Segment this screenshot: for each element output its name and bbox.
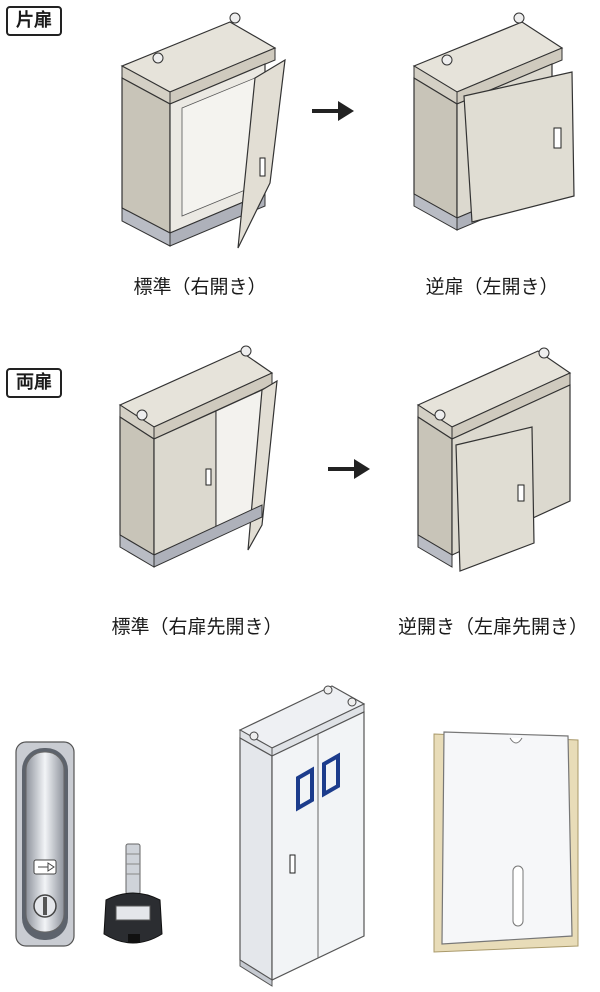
double-door-reverse-illustration [410, 345, 580, 577]
clear-door-cabinet-illustration [232, 680, 377, 990]
handle-lock-icon [12, 738, 78, 950]
right-arrow-icon [310, 98, 356, 124]
caption-single-reverse: 逆扉（左開き） [425, 276, 559, 298]
single-door-reverse-illustration [402, 8, 582, 238]
document-pocket-illustration [428, 726, 588, 956]
caption-single-standard: 標準（右開き） [133, 276, 267, 298]
key-icon [98, 842, 168, 954]
caption-double-reverse: 逆開き（左扉先開き） [397, 616, 588, 638]
caption-double-standard: 標準（右扉先開き） [111, 616, 283, 638]
section-tag-double-door: 両扉 [6, 368, 62, 398]
section-tag-single-door: 片扉 [6, 6, 62, 36]
double-door-standard-illustration [112, 345, 282, 575]
single-door-standard-illustration [110, 8, 290, 253]
right-arrow-icon [326, 456, 372, 482]
